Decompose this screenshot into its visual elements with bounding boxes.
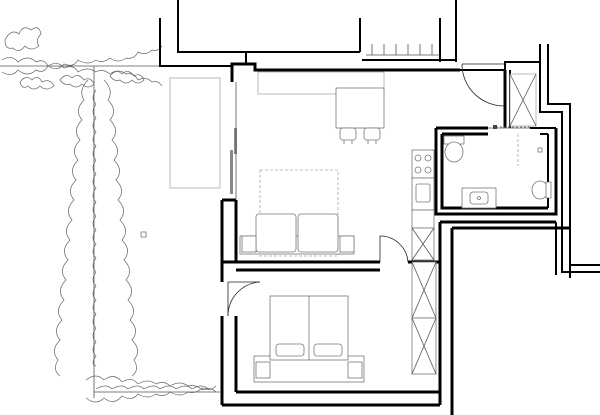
bidet-icon <box>531 180 549 200</box>
living-kitchen <box>239 71 435 261</box>
dining-table <box>335 87 385 129</box>
terrace-lounger <box>169 77 221 189</box>
bedroom <box>253 261 437 383</box>
terrace-post-marker <box>140 231 147 238</box>
kitchen-unit <box>411 149 435 261</box>
living-rug <box>259 169 339 257</box>
bathroom <box>443 73 552 209</box>
toilet-icon <box>444 141 464 163</box>
structural-walls <box>159 0 600 415</box>
sofa <box>239 213 355 255</box>
garden-hedge <box>1 27 217 403</box>
bar-stools <box>339 127 381 144</box>
